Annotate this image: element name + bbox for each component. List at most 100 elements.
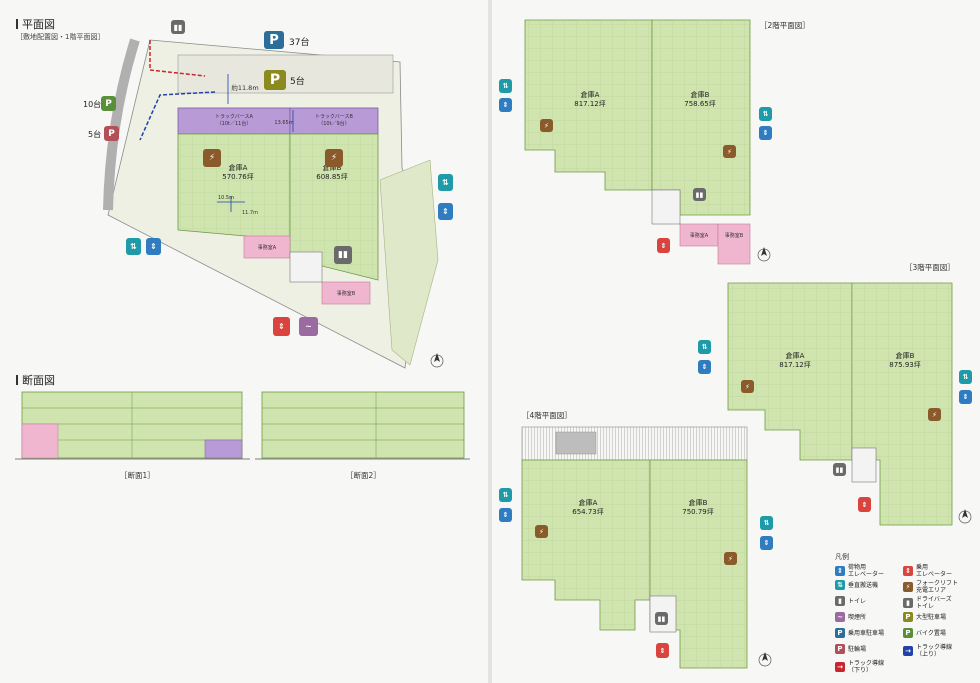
plan-subtitle: ［敷地配置図・1階平面図］ <box>16 33 105 41</box>
legend-item: ⇕乗用 エレベーター <box>903 564 952 578</box>
roof-deck-panel <box>555 431 597 455</box>
forklift-charging-icon: ⚡ <box>203 149 221 167</box>
large-parking-icon: P <box>903 612 913 622</box>
berth-b-sub: （10t／9台） <box>318 120 350 127</box>
car-parking-icon: P <box>835 628 845 638</box>
car-parking-icon: P <box>264 31 284 49</box>
forklift-charging-icon: ⚡ <box>723 145 736 158</box>
legend-item-label: ドライバーズ トイレ <box>916 596 952 610</box>
floor3-b-area: 875.93坪 <box>889 361 921 369</box>
freight-elevator-icon: ⇕ <box>759 126 772 140</box>
floor2-a-label: 倉庫A <box>581 90 600 99</box>
legend-item-label: 喫煙所 <box>848 613 867 621</box>
toilet-icon: ▮ <box>835 596 845 606</box>
freight-elevator-icon: ⇕ <box>698 360 711 374</box>
passenger-elevator-icon: ⇕ <box>858 497 871 512</box>
floor2-b-label: 倉庫B <box>691 90 710 99</box>
forklift-charging-icon: ⚡ <box>540 119 553 132</box>
vertical-conveyor-icon: ⇅ <box>126 238 141 255</box>
vertical-conveyor-icon: ⇅ <box>499 79 512 93</box>
legend-item-label: 垂直搬送機 <box>848 581 879 589</box>
berth-a-label: トラックバースA <box>215 114 254 120</box>
truck-route-in <box>149 40 206 77</box>
bike-parking-icon: P <box>903 628 913 638</box>
page-gutter <box>488 0 492 683</box>
legend-item-label: トイレ <box>848 597 867 605</box>
floor4-b-label: 倉庫B <box>689 498 708 507</box>
vertical-conveyor-icon: ⇅ <box>959 370 972 384</box>
floor-2-plan: 倉庫A 817.12坪 倉庫B 758.65坪 事務室A 事務室B <box>524 19 771 265</box>
smoking-icon: ~ <box>835 612 845 622</box>
bicycle-parking-icon: P <box>835 644 845 654</box>
plan-title: 平面図 <box>16 16 55 32</box>
vertical-conveyor-icon: ⇅ <box>438 174 453 191</box>
floor3-a-label: 倉庫A <box>786 351 805 360</box>
truck-berth-b <box>289 107 379 135</box>
floor3-b-label: 倉庫B <box>896 351 915 360</box>
forklift-charging-icon: ⚡ <box>724 552 737 565</box>
warehouse-a-label: 倉庫A <box>229 163 248 172</box>
floor-4-plan: 倉庫A 654.73坪 倉庫B 750.79坪 <box>521 426 772 669</box>
passenger-elevator-icon: ⇕ <box>273 317 290 336</box>
dim-height: 13.65m <box>274 120 293 126</box>
legend-item-label: 大型駐車場 <box>916 613 947 621</box>
toilet-icon: ▮▮ <box>693 188 706 201</box>
floor2-office-b-label: 事務室B <box>725 232 744 239</box>
section-1 <box>15 391 250 460</box>
truck-route-up-icon: → <box>903 646 913 656</box>
floor4-title: ［4階平面図］ <box>522 411 572 420</box>
legend-title: 凡例 <box>835 553 849 561</box>
office-b-floor2 <box>717 223 751 265</box>
floor2-a-area: 817.12坪 <box>574 100 606 108</box>
forklift-charging-icon: ⚡ <box>535 525 548 538</box>
section-2 <box>255 391 470 460</box>
dim-col-x: 10.5m <box>218 195 234 201</box>
toilet-icon: ▮▮ <box>833 463 846 476</box>
forklift-charging-icon: ⚡ <box>741 380 754 393</box>
freight-elevator-icon: ⇕ <box>959 390 972 404</box>
drivers-toilet-icon: ▮▮ <box>171 20 185 34</box>
smoking-icon: ~ <box>299 317 318 336</box>
forklift-charging-icon: ⚡ <box>325 149 343 167</box>
bicycle-count: 5台 <box>88 130 102 139</box>
section2-caption: ［断面2］ <box>346 471 381 480</box>
truck-berth-a <box>177 107 291 135</box>
site-road <box>103 38 140 211</box>
section-title: 断面図 <box>16 372 55 388</box>
truck-route-down-icon: → <box>835 662 845 672</box>
floor2-title: ［2階平面図］ <box>760 21 810 30</box>
floor-3-plan: 倉庫A 817.12坪 倉庫B 875.93坪 <box>727 282 972 526</box>
forklift-charging-icon: ⚡ <box>928 408 941 421</box>
freight-elevator-icon: ⇕ <box>760 536 773 550</box>
bicycle-parking-icon: P <box>104 126 119 141</box>
legend-item: ⇕荷物用 エレベーター <box>835 564 884 578</box>
warehouse-b-area: 608.85坪 <box>316 173 348 181</box>
office-a-label: 事務室A <box>258 244 277 251</box>
drivers-toilet-icon: ▮ <box>903 598 913 608</box>
legend-item: ▮トイレ <box>835 596 866 606</box>
legend-item-label: フォークリフト 充電エリア <box>916 580 959 594</box>
legend-item-label: トラック導線 （上り） <box>916 644 953 658</box>
dim-depth: 約11.8m <box>231 83 258 92</box>
section1-caption: ［断面1］ <box>120 471 155 480</box>
vertical-conveyor-icon: ⇅ <box>835 580 845 590</box>
passenger-elevator-icon: ⇕ <box>903 566 913 576</box>
legend-item-label: 乗用車駐車場 <box>848 629 885 637</box>
berth-a-sub: （10t／11台） <box>217 120 252 127</box>
legend-item-label: 駐輪場 <box>848 645 867 653</box>
toilet-icon: ▮▮ <box>334 246 352 264</box>
legend-item-label: 荷物用 エレベーター <box>848 564 885 578</box>
toilet-icon: ▮▮ <box>655 612 668 625</box>
berth-b-label: トラックバースB <box>315 114 354 120</box>
legend: 凡例 ⇕荷物用 エレベーター⇕乗用 エレベーター⇅垂直搬送機⚡フォークリフト 充… <box>835 552 977 680</box>
large-parking-icon: P <box>264 70 286 90</box>
freight-elevator-icon: ⇕ <box>835 566 845 576</box>
office-b-floor1 <box>321 281 371 305</box>
greenery-strip <box>379 159 439 366</box>
legend-item: ⇅垂直搬送機 <box>835 580 878 590</box>
legend-item-label: 乗用 エレベーター <box>916 564 953 578</box>
warehouse-a-area: 570.76坪 <box>222 173 254 181</box>
